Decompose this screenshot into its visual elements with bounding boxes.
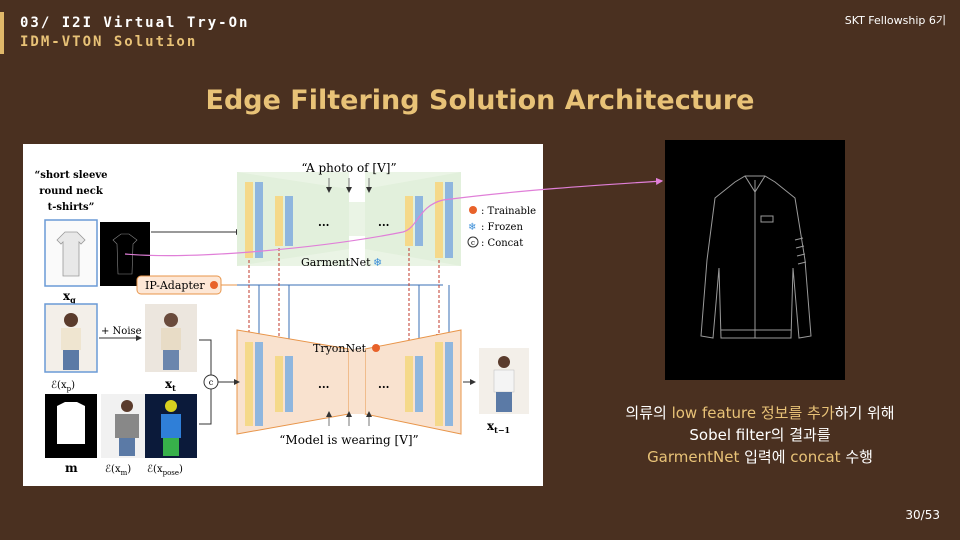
- legend-frozen: : Frozen: [481, 222, 523, 233]
- jacket-edge-icon: [112, 233, 138, 275]
- masked-region: [115, 414, 139, 438]
- tryon-block-yellow: [245, 342, 253, 426]
- tryon-block-blue: [445, 342, 453, 426]
- legend-trainable: : Trainable: [481, 206, 536, 217]
- garment-block-yellow: [405, 196, 413, 246]
- garment-block-blue: [255, 182, 263, 258]
- tryon-ellipsis-left: ...: [318, 378, 330, 391]
- xt1-symbol: xt−1: [487, 419, 510, 435]
- tryon-block-yellow: [405, 356, 413, 412]
- garmentnet-label: GarmentNet: [301, 256, 371, 269]
- description-caption: 의류의 low feature 정보를 추가하기 위해 Sobel filter…: [560, 402, 960, 468]
- jacket-edge-outline: [700, 175, 812, 339]
- person-head: [64, 313, 78, 327]
- section-heading: 03/ I2I Virtual Try-On IDM-VTON Solution: [20, 14, 249, 52]
- caption-highlight: low feature 정보를 추가: [671, 404, 835, 422]
- person-head: [121, 400, 133, 412]
- person-head: [498, 356, 510, 368]
- architecture-diagram: “short sleeve round neck t-shirts” xg ..…: [23, 144, 543, 486]
- tryon-block-blue: [285, 356, 293, 412]
- tryon-block-blue: [255, 342, 263, 426]
- architecture-svg: “short sleeve round neck t-shirts” xg ..…: [34, 161, 536, 477]
- garment-text-prompt: “A photo of [V]”: [301, 161, 396, 175]
- xg-symbol: xg: [63, 289, 76, 305]
- concat-letter: c: [209, 378, 214, 387]
- tryon-block-yellow: [435, 342, 443, 426]
- sobel-edge-result-image: [665, 140, 845, 380]
- tryon-ellipsis-right: ...: [378, 378, 390, 391]
- garment-ellipsis-right: ...: [378, 216, 390, 229]
- tryon-text-prompt: “Model is wearing [V]”: [279, 433, 418, 447]
- caption-line-1: 의류의 low feature 정보를 추가하기 위해: [560, 402, 960, 424]
- garment-block-yellow: [435, 182, 443, 258]
- caption-highlight: GarmentNet: [647, 448, 740, 466]
- frozen-legend-icon: ❄: [468, 222, 476, 233]
- person-top: [61, 328, 81, 350]
- garment-prompt-line: “short sleeve: [34, 170, 107, 181]
- m-symbol: m: [65, 461, 78, 475]
- noise-label: + Noise: [101, 326, 142, 337]
- garment-block-blue: [285, 196, 293, 246]
- trainable-icon: [210, 281, 218, 289]
- slide-title: Edge Filtering Solution Architecture: [205, 85, 755, 116]
- garment-prompt-line: t-shirts”: [48, 202, 95, 213]
- tryonnet-middle: [349, 349, 365, 414]
- pose-head: [165, 400, 177, 412]
- section-title: 03/ I2I Virtual Try-On: [20, 15, 250, 31]
- person-top: [161, 328, 181, 350]
- garment-block-yellow: [275, 196, 283, 246]
- caption-text: 수행: [840, 448, 873, 466]
- ip-adapter-label: IP-Adapter: [145, 279, 205, 292]
- page-number: 30/53: [905, 508, 940, 522]
- garment-prompt-line: round neck: [39, 186, 104, 197]
- trainable-icon: [469, 206, 477, 214]
- epose-symbol: ℰ(xpose): [147, 464, 183, 477]
- section-subtitle: IDM-VTON Solution: [20, 34, 198, 50]
- mask-shape: [57, 402, 85, 444]
- tryon-block-yellow: [275, 356, 283, 412]
- person-jeans: [119, 438, 135, 456]
- person-jeans: [163, 350, 179, 370]
- frozen-icon: ❄: [373, 256, 382, 269]
- garment-ellipsis-left: ...: [318, 216, 330, 229]
- caption-line-2: Sobel filter의 결과를: [689, 426, 831, 444]
- tryon-block-blue: [415, 356, 423, 412]
- jacket-edge-drawing: [700, 175, 812, 339]
- jacket-icon: [56, 231, 86, 277]
- garment-block-blue: [415, 196, 423, 246]
- concat-legend-icon: [467, 236, 479, 248]
- garment-block-yellow: [245, 182, 253, 258]
- caption-text: 의류의: [625, 404, 672, 422]
- xt-symbol: xt: [165, 377, 176, 393]
- sobel-concat-line: [124, 199, 444, 257]
- pose-legs: [163, 438, 179, 456]
- person-head: [164, 313, 178, 327]
- section-accent-bar: [0, 12, 4, 54]
- garment-block-blue: [445, 182, 453, 258]
- program-label: SKT Fellowship 6기: [844, 14, 946, 27]
- legend-concat: : Concat: [481, 238, 523, 249]
- caption-line-3: GarmentNet 입력에 concat 수행: [560, 446, 960, 468]
- person-jeans: [63, 350, 79, 370]
- caption-text: 하기 위해: [834, 404, 895, 422]
- concat-line: [199, 339, 212, 382]
- pose-torso: [161, 414, 181, 438]
- caption-highlight: concat: [790, 448, 841, 466]
- concat-legend-letter: c: [471, 239, 475, 247]
- person-jeans: [496, 392, 512, 412]
- caption-text: 입력에: [739, 448, 791, 466]
- tryonnet-label: TryonNet: [313, 342, 367, 355]
- trainable-icon: [372, 344, 380, 352]
- connector-to-edge-image: [442, 177, 664, 201]
- em-symbol: ℰ(xm): [105, 464, 131, 477]
- ep-symbol: ℰ(xp): [51, 380, 75, 393]
- concat-line: [199, 388, 212, 425]
